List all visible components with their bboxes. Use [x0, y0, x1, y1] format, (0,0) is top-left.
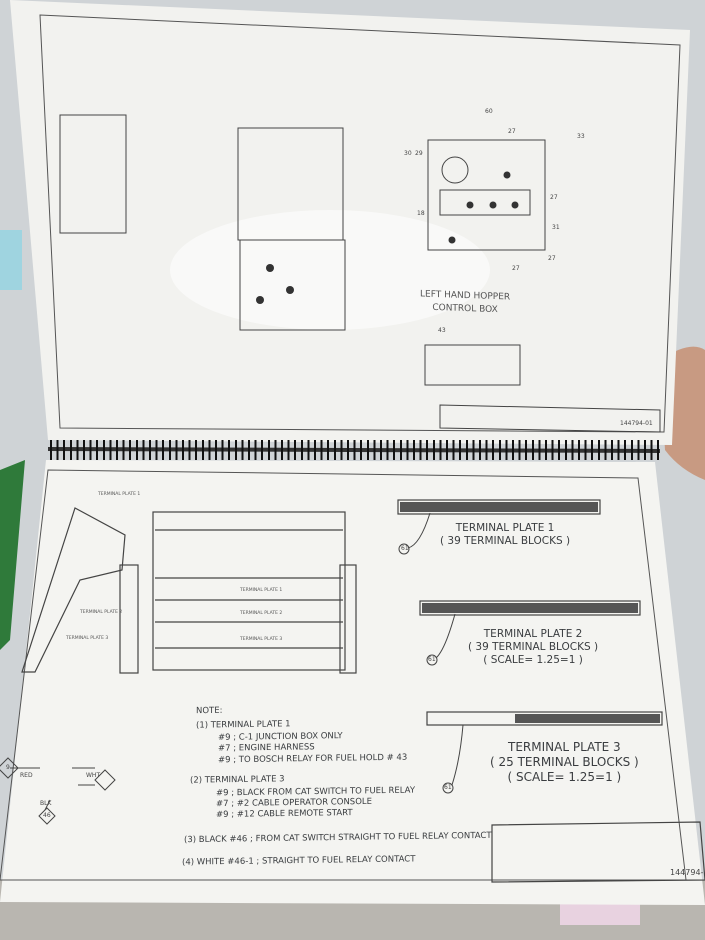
plate-2-blocks: ( 39 TERMINAL BLOCKS ) [468, 641, 599, 653]
balloon-27b: 27 [550, 194, 558, 201]
wire-tag-9: 9 [6, 764, 10, 771]
note-heading: NOTE: [196, 705, 223, 717]
spiral-coils [50, 440, 660, 460]
terminal-plate-3-caption: TERMINAL PLATE 3 ( 25 TERMINAL BLOCKS ) … [490, 740, 639, 785]
bottom-page [0, 460, 705, 905]
side-label-3: TERMINAL PLATE 3 [66, 636, 109, 641]
front-view-drawing [152, 511, 346, 671]
front-label-3: TERMINAL PLATE 3 [240, 637, 283, 642]
wire-red-label: RED [20, 772, 33, 779]
plate-1-balloon: 61 [401, 545, 409, 552]
terminal-plate-2-caption: TERMINAL PLATE 2 ( 39 TERMINAL BLOCKS ) … [468, 628, 598, 667]
plate-3-blocks: ( 25 TERMINAL BLOCKS ) [490, 755, 639, 769]
balloon-33: 33 [577, 133, 585, 140]
wire-blk-label: BLK [40, 800, 52, 807]
plate-3-scale: ( SCALE= 1.25=1 ) [507, 770, 622, 784]
plate-2-title: TERMINAL PLATE 2 [483, 628, 583, 640]
note-2: (2) TERMINAL PLATE 3 [190, 774, 285, 786]
balloon-27c: 27 [512, 265, 520, 272]
plate-1-blocks: ( 39 TERMINAL BLOCKS ) [440, 535, 571, 547]
top-page-border [39, 14, 681, 433]
plate-2-balloon: 61 [428, 656, 436, 663]
note-2c: #9 ; #12 CABLE REMOTE START [216, 808, 353, 820]
title-block-bottom [491, 821, 705, 883]
balloon-27: 27 [508, 128, 516, 135]
top-title-block-number: 144794-01 [620, 420, 653, 427]
wire-wht-label: WHT [86, 772, 101, 779]
terminal-block-strips [400, 502, 660, 723]
balloon-31: 31 [552, 224, 560, 231]
note-1a: #9 ; C-1 JUNCTION BOX ONLY [218, 731, 343, 743]
balloon-30: 30 [404, 150, 412, 157]
bottom-title-block-number: 144794- [670, 868, 704, 877]
front-label-1: TERMINAL PLATE 1 [240, 588, 283, 593]
side-view-drawing [21, 507, 126, 673]
note-1: (1) TERMINAL PLATE 1 [196, 719, 291, 731]
side-label-1: TERMINAL PLATE 1 [98, 492, 141, 497]
plate-1-title: TERMINAL PLATE 1 [455, 522, 555, 534]
box-interior-view [239, 239, 346, 331]
hopper-box-bottom-view [424, 344, 521, 386]
emergency-stop-button [441, 156, 469, 184]
plate-3-title: TERMINAL PLATE 3 [508, 740, 621, 754]
front-label-2: TERMINAL PLATE 2 [240, 611, 283, 616]
balloon-43: 43 [438, 327, 446, 334]
plate-2-scale: ( SCALE= 1.25=1 ) [483, 654, 583, 666]
balloon-18: 18 [417, 210, 425, 217]
terminal-plate-1-caption: TERMINAL PLATE 1 ( 39 TERMINAL BLOCKS ) [440, 522, 570, 548]
balloon-27d: 27 [548, 255, 556, 262]
note-1b: #7 ; ENGINE HARNESS [218, 742, 315, 754]
control-box-caption: LEFT HAND HOPPER CONTROL BOX [420, 288, 510, 317]
control-box-panel [427, 139, 546, 251]
wire-tag-46: 46 [43, 812, 51, 819]
title-block-top [439, 404, 661, 433]
box-side-view [59, 114, 127, 234]
position-switch-group [439, 189, 531, 216]
balloon-60: 60 [485, 108, 493, 115]
balloon-29: 29 [415, 150, 423, 157]
plate-3-balloon: 61 [444, 784, 452, 791]
background-object [0, 230, 22, 290]
green-binder [0, 460, 25, 650]
side-label-2: TERMINAL PLATE 2 [80, 610, 123, 615]
